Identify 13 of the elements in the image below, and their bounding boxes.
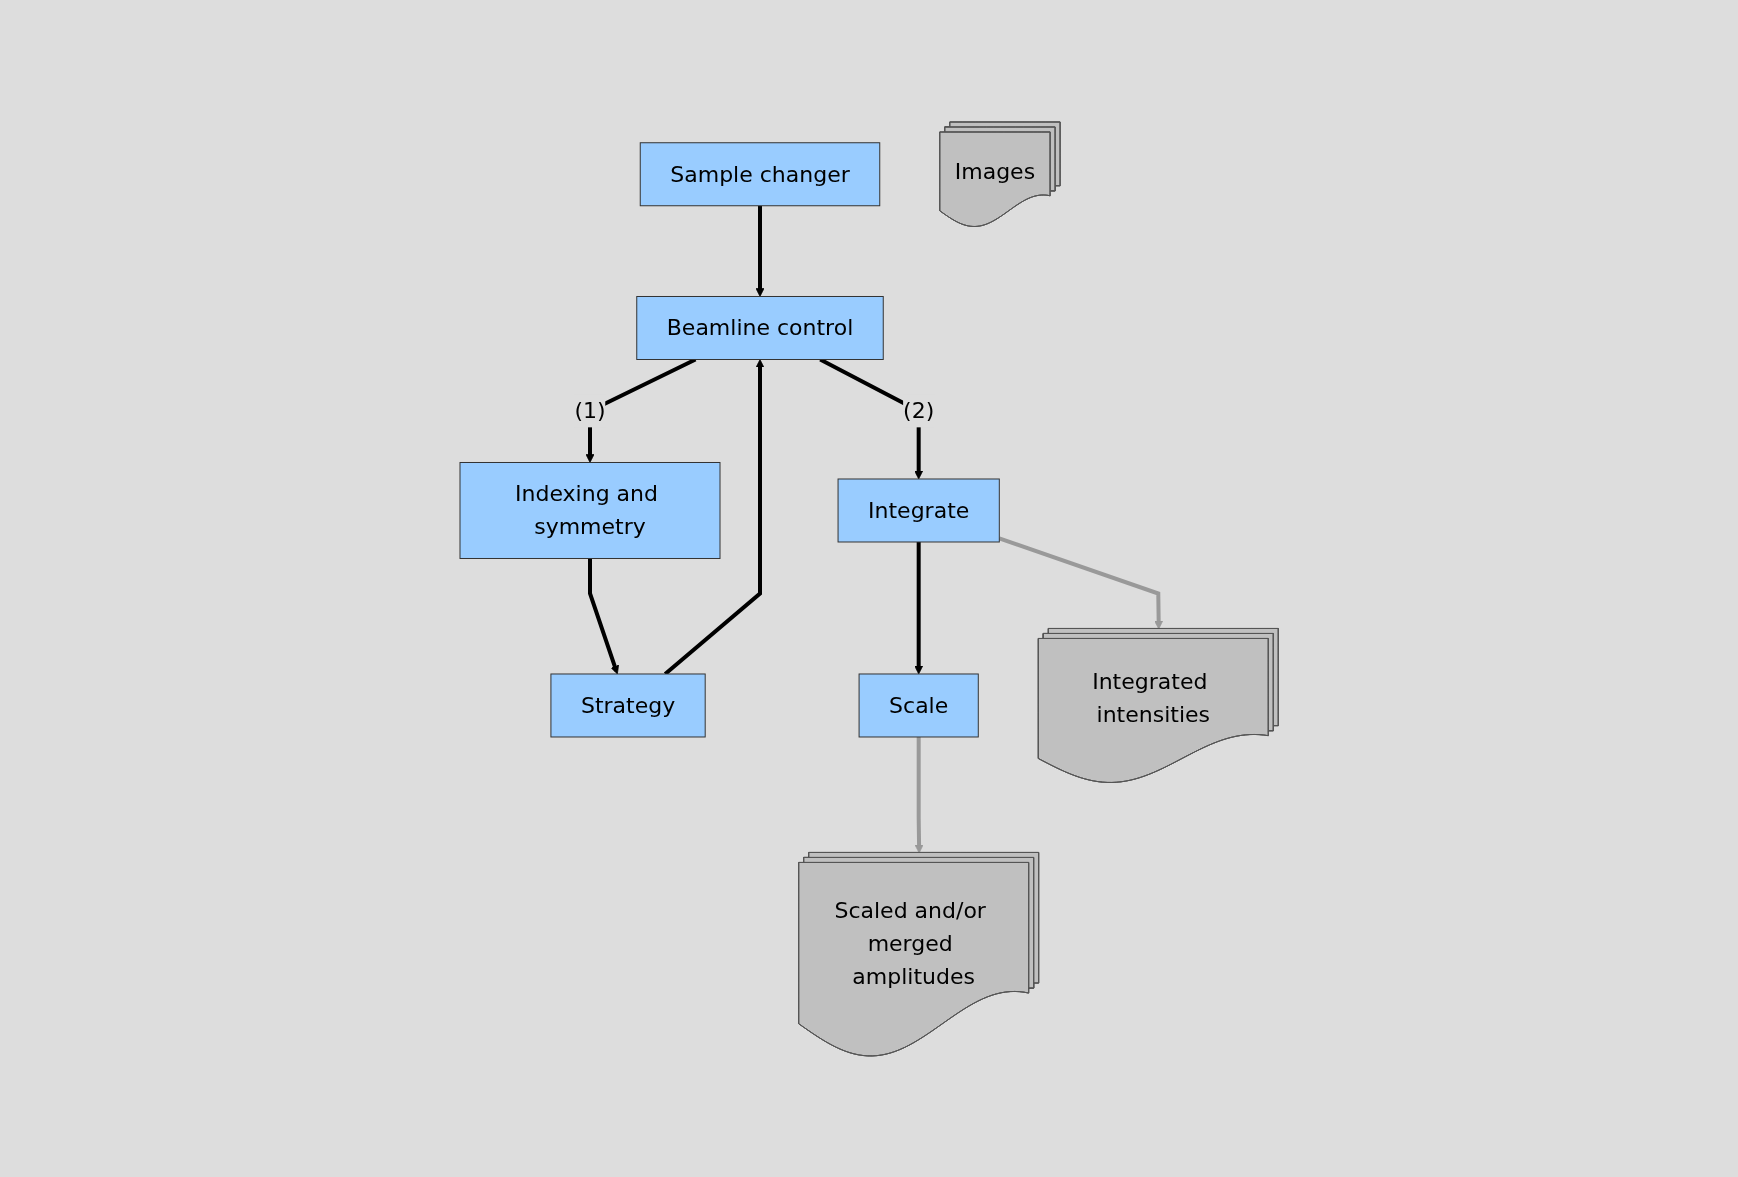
node-box: Indexing and symmetry [459,461,721,559]
node-box: Integrate [837,478,1000,542]
arrow [755,205,765,297]
edge-label: (1) [574,398,606,424]
arrow [914,541,923,674]
arrow [587,558,619,674]
node-box: Beamline control [636,295,884,360]
node-box: Scale [858,673,979,737]
arrow [998,536,1163,629]
edge-label: (2) [902,398,935,424]
node-box: Sample changer [639,141,881,206]
node-box: Strategy [550,673,706,737]
arrow [914,736,924,853]
